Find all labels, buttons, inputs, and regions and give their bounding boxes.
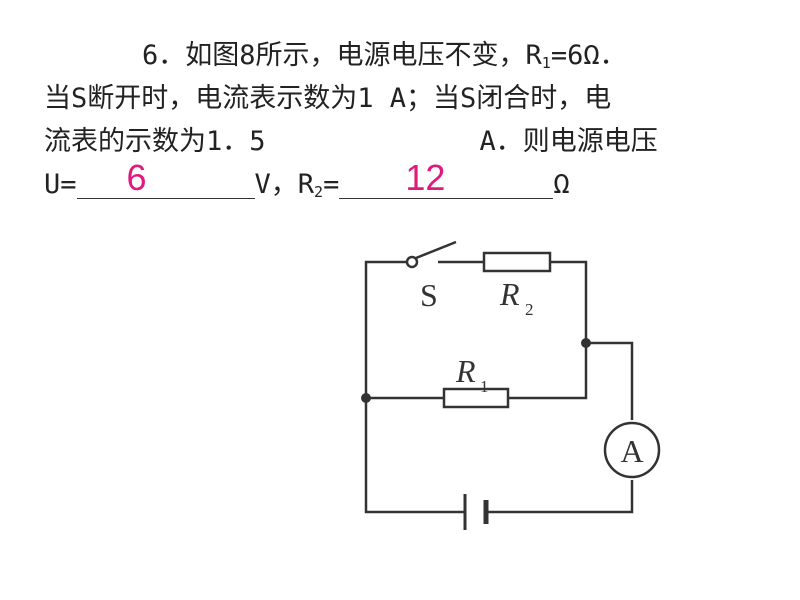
problem-text: 6．如图8所示，电源电压不变，R1=6Ω． 当S断开时，电流表示数为1 A；当S… bbox=[44, 34, 784, 206]
wire-right-r1 bbox=[508, 260, 588, 400]
ammeter bbox=[603, 421, 661, 479]
circuit-wires bbox=[364, 260, 634, 514]
problem-line-3: 流表的示数为1．5 A．则电源电压 bbox=[44, 120, 784, 163]
r1-label: R bbox=[455, 353, 476, 389]
r2-resistor bbox=[482, 251, 552, 273]
r2-label: R bbox=[499, 276, 520, 312]
r1-resistor bbox=[442, 387, 510, 409]
r2-answer-blank[interactable]: 12 bbox=[339, 160, 554, 199]
switch-label: S bbox=[420, 277, 438, 313]
wire-left-battery bbox=[364, 398, 464, 514]
u-prefix: U= bbox=[44, 169, 77, 200]
r2-label-sub: 2 bbox=[525, 300, 534, 319]
problem-line-3-part-a: 流表的示数为1．5 bbox=[44, 126, 266, 157]
u-answer: 6 bbox=[126, 157, 147, 198]
switch-blade bbox=[415, 240, 457, 260]
problem-line-3-part-b: A．则电源电压 bbox=[479, 126, 658, 157]
u-unit: V，R bbox=[254, 169, 315, 200]
u-answer-blank[interactable]: 6 bbox=[76, 160, 255, 199]
r2-unit: Ω bbox=[553, 169, 570, 200]
r2-answer: 12 bbox=[405, 157, 446, 198]
problem-line-1-text: 如图8所示，电源电压不变，R bbox=[185, 40, 542, 71]
wire-ammeter-battery bbox=[488, 480, 634, 514]
problem-line-1: 6．如图8所示，电源电压不变，R1=6Ω． bbox=[44, 34, 784, 77]
r2-equals: = bbox=[323, 169, 340, 200]
problem-line-4: U= 6 V，R2= 12 Ω bbox=[44, 160, 784, 206]
switch-pivot bbox=[405, 255, 419, 269]
wire-top-left bbox=[364, 260, 412, 398]
problem-line-2: 当S断开时，电流表示数为1 A；当S闭合时，电 bbox=[44, 83, 612, 114]
junction-left bbox=[361, 393, 371, 403]
r1-label-sub: 1 bbox=[480, 377, 489, 396]
r1-value: =6Ω． bbox=[550, 40, 627, 71]
r1-subscript: 1 bbox=[541, 54, 551, 72]
r2-subscript: 2 bbox=[314, 183, 324, 201]
wire-node-ammeter bbox=[586, 341, 634, 420]
junction-right bbox=[581, 338, 591, 348]
problem-number: 6． bbox=[142, 40, 186, 71]
ammeter-label: A bbox=[620, 433, 643, 469]
